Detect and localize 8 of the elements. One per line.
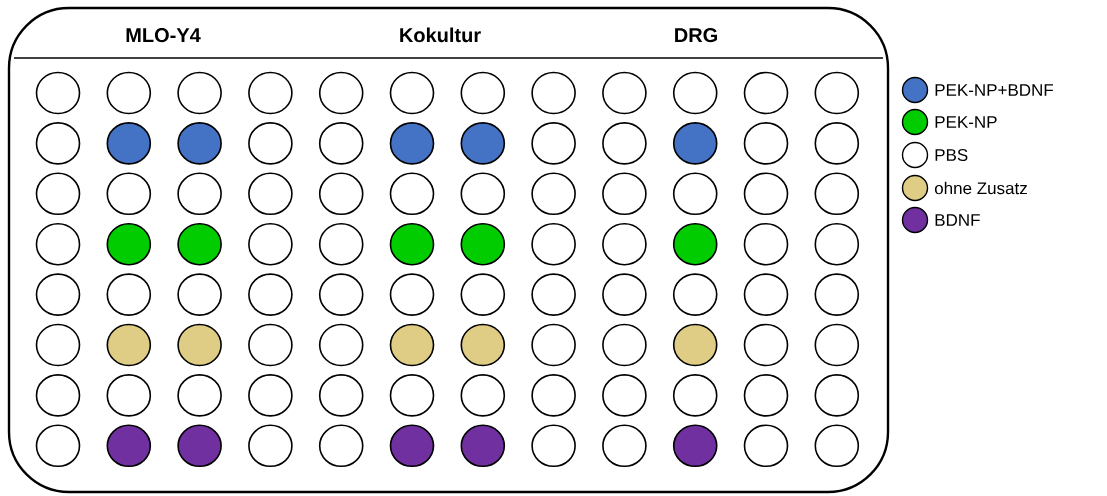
column-heading: Kokultur [400,27,481,43]
legend-label: PEK-NP+BDNF [935,84,1054,96]
legend-label: BDNF [935,214,980,226]
legend-label: ohne Zusatz [934,181,1027,195]
legend-label: PBS [935,149,968,162]
column-heading: MLO-Y4 [126,28,201,43]
column-heading: DRG [675,28,717,43]
legend-label: PEK-NP [935,116,997,128]
